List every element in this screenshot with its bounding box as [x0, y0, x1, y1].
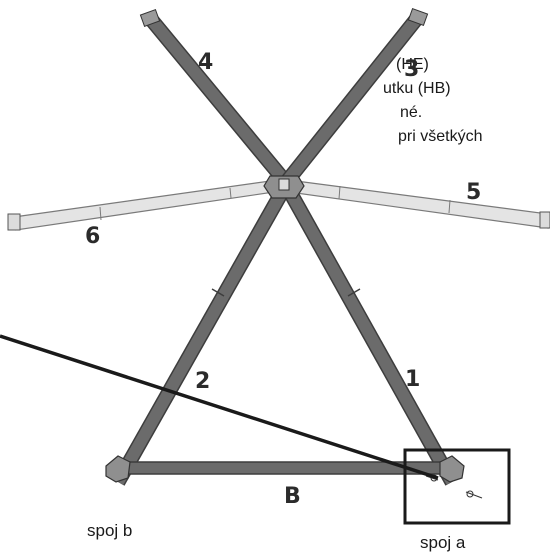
center-hub	[263, 175, 305, 199]
joint-a-highlight-box	[403, 448, 511, 525]
joint-a-hub	[425, 455, 483, 499]
pole-label-b: B	[284, 484, 301, 509]
pole-5	[295, 180, 550, 229]
pole-label-2: 2	[195, 369, 210, 394]
pole-4	[139, 8, 290, 185]
pole-6	[7, 180, 275, 231]
pole-label-4: 4	[198, 50, 213, 75]
pole-label-3: 3	[404, 57, 419, 82]
joint-label-a: spoj a	[420, 533, 466, 552]
pole-label-1: 1	[405, 367, 420, 392]
pole-label-6: 6	[85, 224, 100, 249]
pole-3	[282, 7, 429, 185]
pole-2	[111, 188, 289, 486]
pole-label-5: 5	[466, 180, 481, 205]
joint-label-b: spoj b	[87, 521, 132, 540]
joint-b-hub	[105, 455, 131, 483]
instruction-fragment-3: né.	[400, 104, 423, 121]
callout-pointer-line	[0, 334, 439, 480]
instruction-fragment-2: utku (HB)	[383, 80, 451, 97]
instruction-fragment-1: (HE)	[396, 56, 429, 73]
instruction-fragment-4: pri všetkých	[398, 128, 483, 145]
pole-1	[283, 188, 459, 486]
